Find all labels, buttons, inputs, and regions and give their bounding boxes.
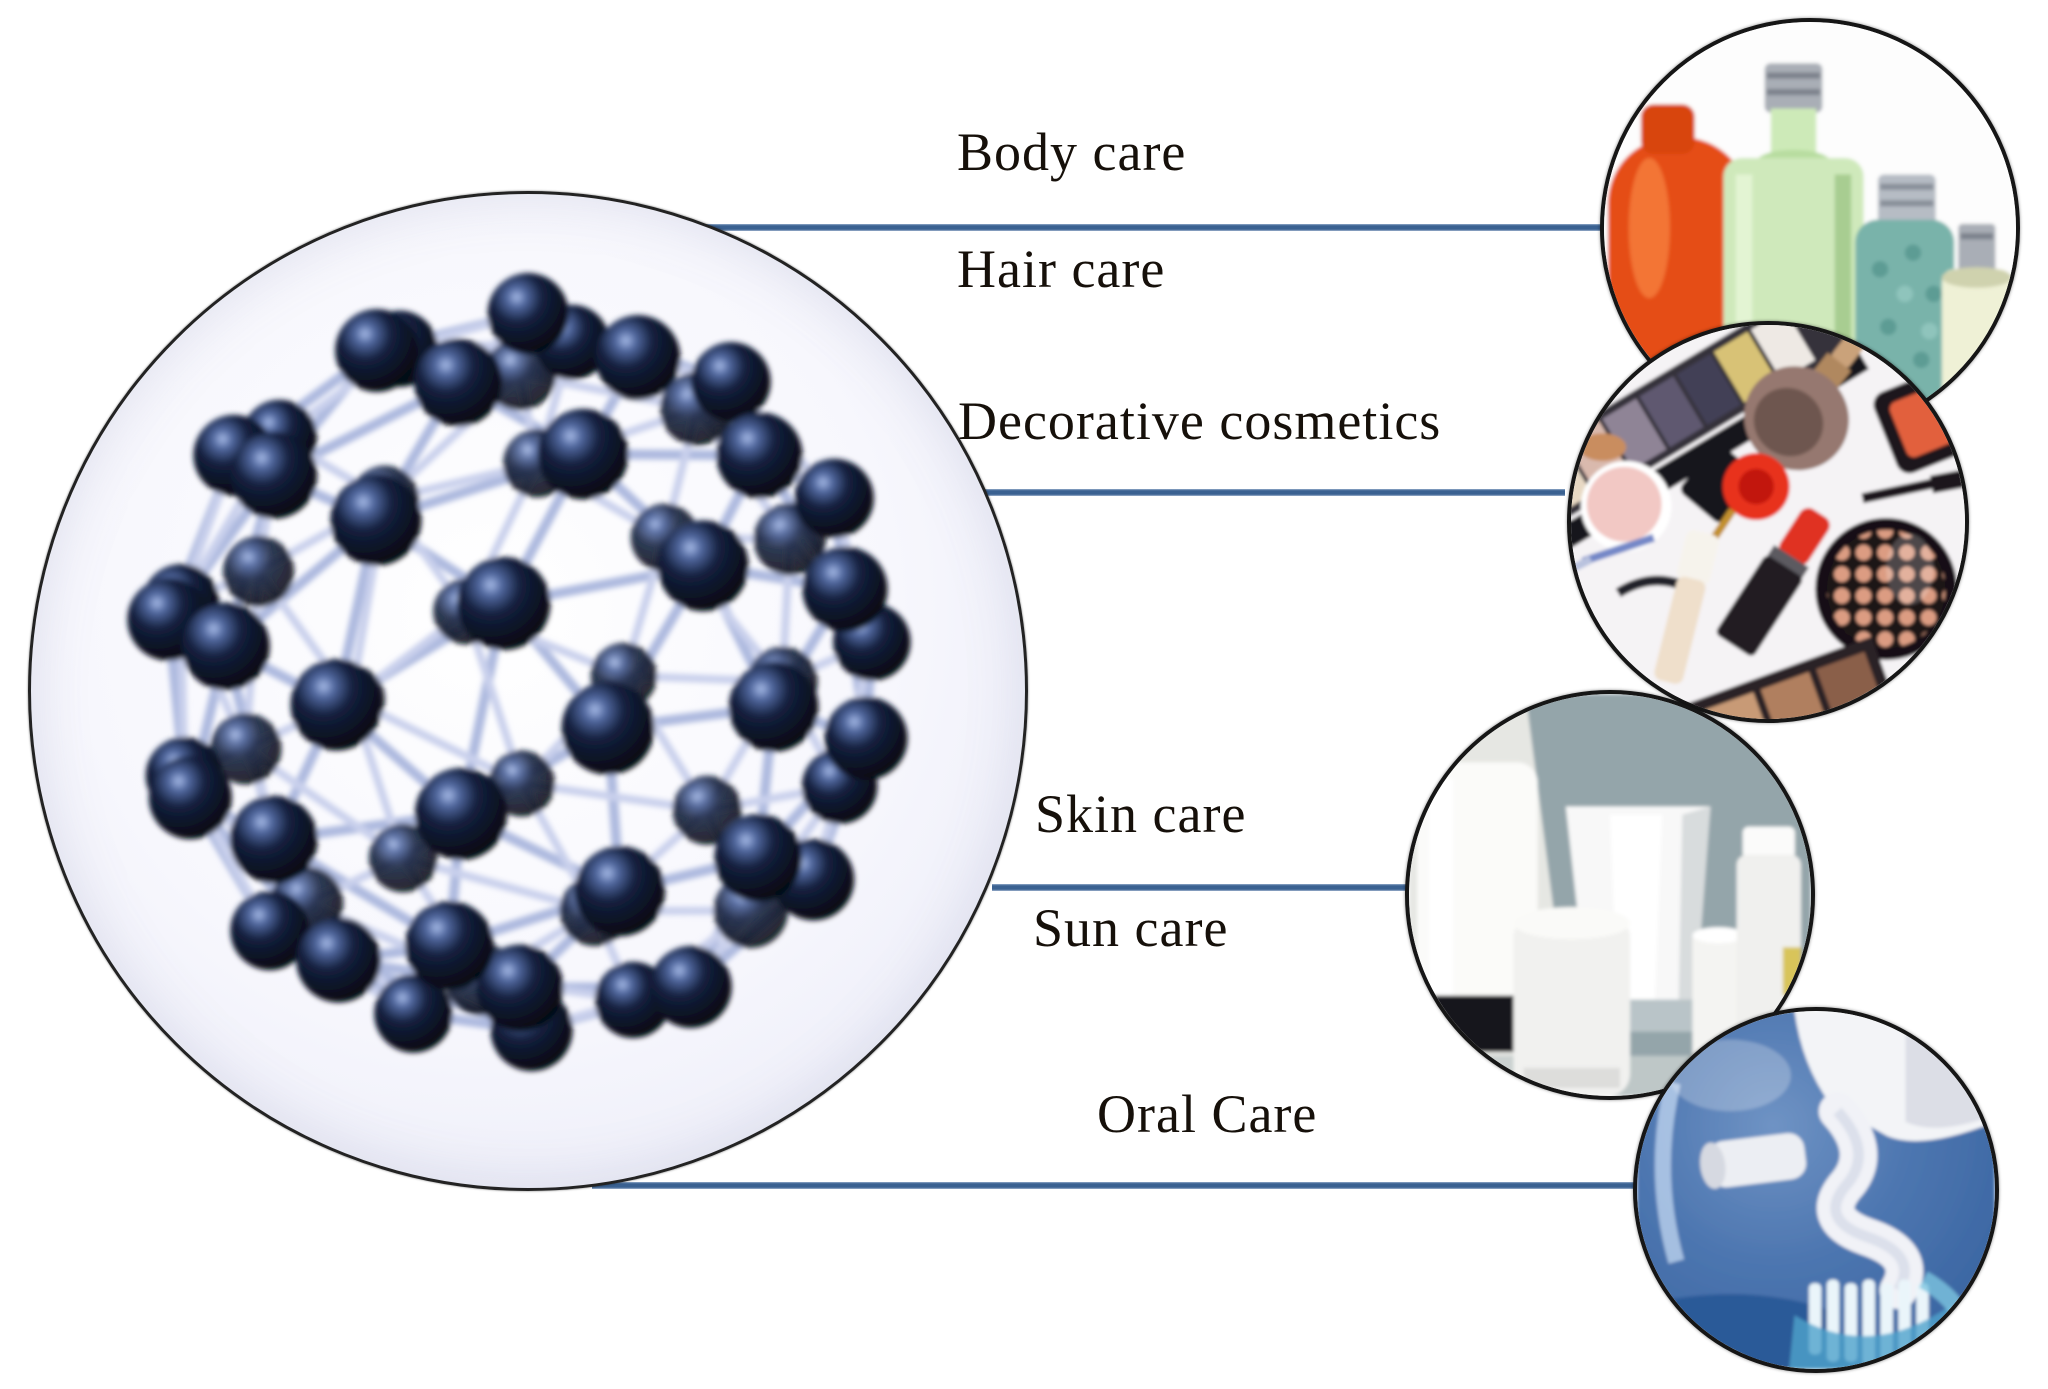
fullerene-circle (28, 191, 1028, 1191)
label-oral-care: Oral Care (1097, 1084, 1318, 1144)
label-body-care: Body care (957, 122, 1187, 182)
label-hair-care: Hair care (957, 239, 1166, 299)
photo-oral-care (1633, 1007, 1999, 1373)
toothpaste-on-toothbrush-image (1637, 1011, 1995, 1369)
connector-line-decorative-cosmetics (973, 489, 1565, 496)
connector-line-oral-care (592, 1182, 1638, 1189)
connector-line-skin-sun-care (992, 884, 1410, 891)
photo-decorative-cosmetics (1567, 321, 1969, 723)
connector-line-body-hair-care (705, 224, 1602, 231)
decorative-cosmetics-image (1571, 325, 1965, 719)
label-sun-care: Sun care (1033, 898, 1229, 958)
skin-sun-care-tubes-image (1409, 694, 1811, 1096)
label-decorative-cosmetics: Decorative cosmetics (958, 391, 1442, 451)
fullerene-molecule-image (127, 272, 911, 1072)
photo-skin-sun-care (1405, 690, 1815, 1100)
label-skin-care: Skin care (1035, 784, 1247, 844)
